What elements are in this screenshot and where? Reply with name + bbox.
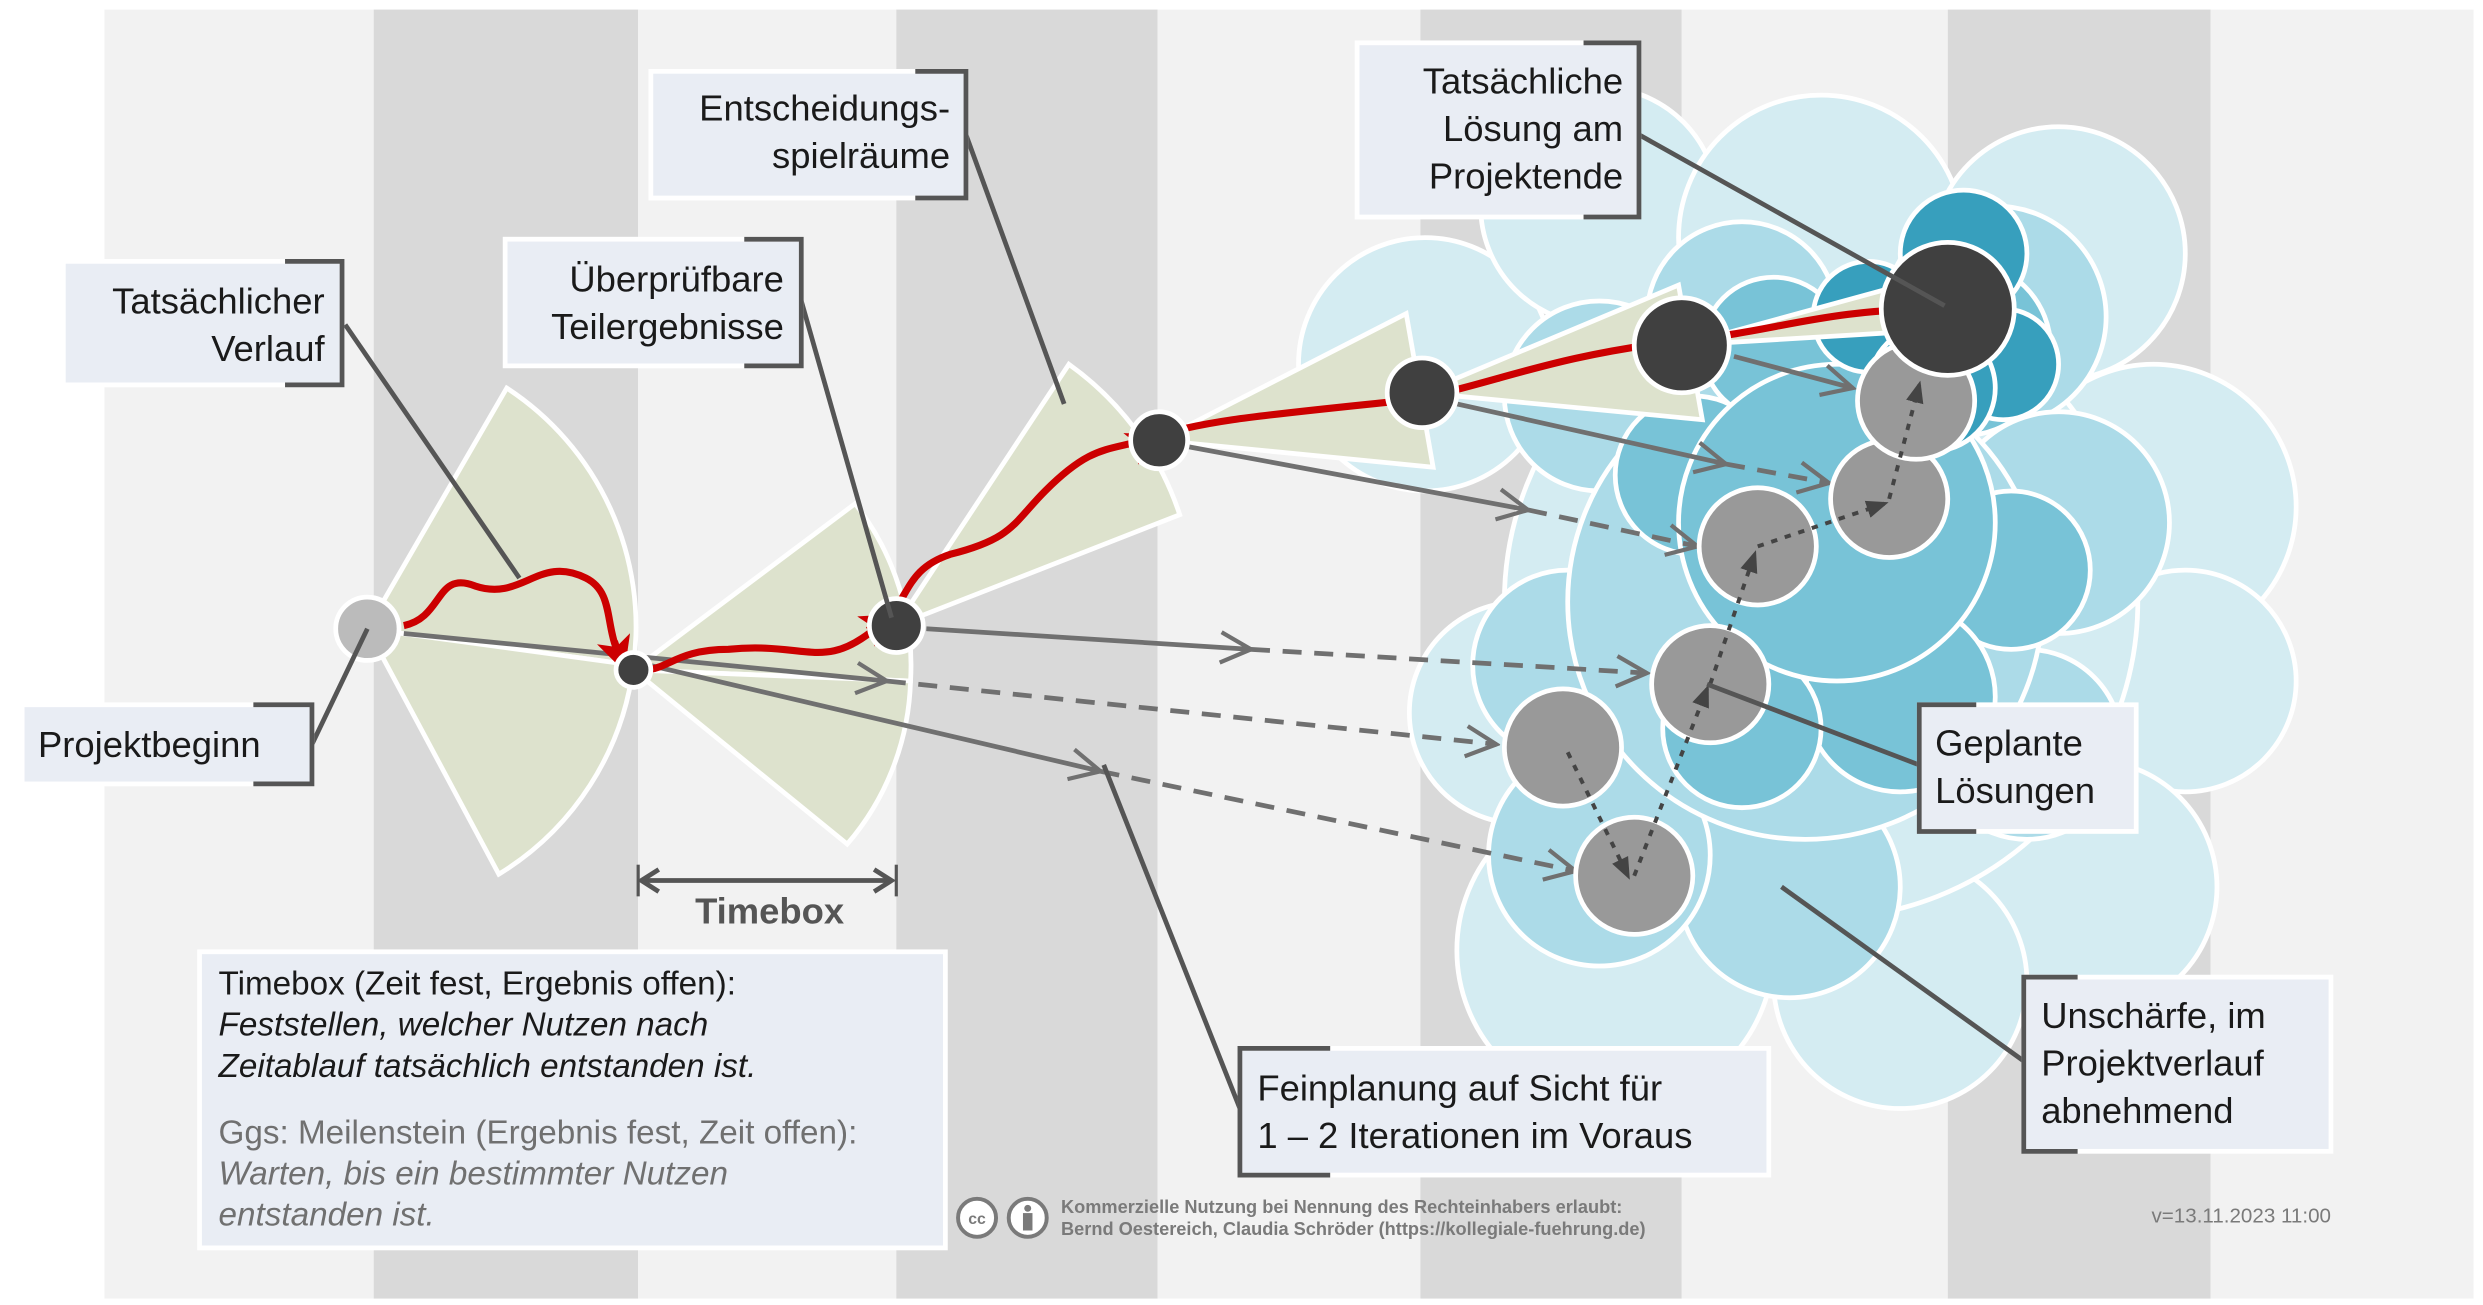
svg-text:Teilergebnisse: Teilergebnisse: [551, 306, 784, 347]
svg-text:Projektbeginn: Projektbeginn: [38, 724, 261, 765]
svg-text:Tatsächlicher: Tatsächlicher: [112, 281, 324, 322]
svg-text:Timebox (Zeit fest, Ergebnis o: Timebox (Zeit fest, Ergebnis offen):: [219, 966, 736, 1003]
svg-text:Unschärfe, im: Unschärfe, im: [2041, 995, 2266, 1036]
svg-text:abnehmend: abnehmend: [2041, 1090, 2233, 1131]
label-tatsaechliche-loesung: Tatsächliche Lösung am Projektende: [1354, 40, 1642, 220]
actual-path: [402, 305, 1940, 674]
svg-text:Bernd Oestereich, Claudia Schr: Bernd Oestereich, Claudia Schröder (http…: [1061, 1219, 1646, 1239]
svg-text:Entscheidungs-: Entscheidungs-: [699, 87, 950, 128]
svg-text:entstanden ist.: entstanden ist.: [219, 1197, 435, 1234]
planned-arrows: [403, 354, 1853, 871]
svg-text:Timebox: Timebox: [695, 890, 844, 931]
cc-icon: cc: [956, 1196, 999, 1239]
dotted-path: [1565, 380, 1924, 880]
svg-text:Überprüfbare: Überprüfbare: [569, 258, 784, 299]
label-entscheidungsspielraeume: Entscheidungs- spielräume: [648, 68, 969, 201]
version-label: v=13.11.2023 11:00: [2152, 1205, 2331, 1228]
svg-text:1 – 2 Iterationen im Voraus: 1 – 2 Iterationen im Voraus: [1257, 1115, 1692, 1156]
actual-solution-point: [1878, 239, 2017, 378]
svg-text:Feststellen, welcher Nutzen na: Feststellen, welcher Nutzen nach: [219, 1007, 709, 1044]
label-geplante-loesungen: Geplante Lösungen: [1916, 702, 2139, 834]
timebox-note: Timebox (Zeit fest, Ergebnis offen): Fes…: [197, 949, 948, 1251]
label-ueberpruefbare-teilergebnisse: Überprüfbare Teilergebnisse: [502, 236, 804, 369]
label-unschaerfe: Unschärfe, im Projektverlauf abnehmend: [2021, 974, 2334, 1154]
label-tatsaechlicher-verlauf: Tatsächlicher Verlauf: [60, 258, 345, 388]
timebox-indicator: Timebox: [636, 864, 898, 931]
svg-text:Zeitablauf tatsächlich entstan: Zeitablauf tatsächlich entstanden ist.: [218, 1048, 757, 1085]
license-footer: cc Kommerzielle Nutzung bei Nennung des …: [956, 1196, 2331, 1239]
label-projektbeginn: Projektbeginn: [19, 702, 315, 787]
svg-text:Ggs: Meilenstein (Ergebnis fes: Ggs: Meilenstein (Ergebnis fest, Zeit of…: [219, 1114, 858, 1151]
svg-text:Lösungen: Lösungen: [1935, 770, 2095, 811]
svg-text:Projektverlauf: Projektverlauf: [2041, 1042, 2264, 1083]
svg-text:Feinplanung auf Sicht für: Feinplanung auf Sicht für: [1257, 1068, 1662, 1109]
svg-text:Geplante: Geplante: [1935, 722, 2083, 763]
svg-text:Kommerzielle Nutzung bei Nennu: Kommerzielle Nutzung bei Nennung des Rec…: [1061, 1197, 1622, 1217]
svg-text:Tatsächliche: Tatsächliche: [1423, 61, 1623, 102]
svg-text:Warten, bis ein bestimmter Nut: Warten, bis ein bestimmter Nutzen: [219, 1156, 728, 1193]
svg-text:Verlauf: Verlauf: [211, 328, 325, 369]
svg-text:spielräume: spielräume: [772, 135, 950, 176]
svg-text:cc: cc: [968, 1211, 986, 1228]
svg-text:Lösung am: Lösung am: [1443, 108, 1623, 149]
svg-text:Projektende: Projektende: [1429, 156, 1623, 197]
label-feinplanung: Feinplanung auf Sicht für 1 – 2 Iteratio…: [1237, 1046, 1772, 1178]
leader-lines: [309, 132, 2026, 1110]
attribution-icon: [1006, 1196, 1049, 1239]
